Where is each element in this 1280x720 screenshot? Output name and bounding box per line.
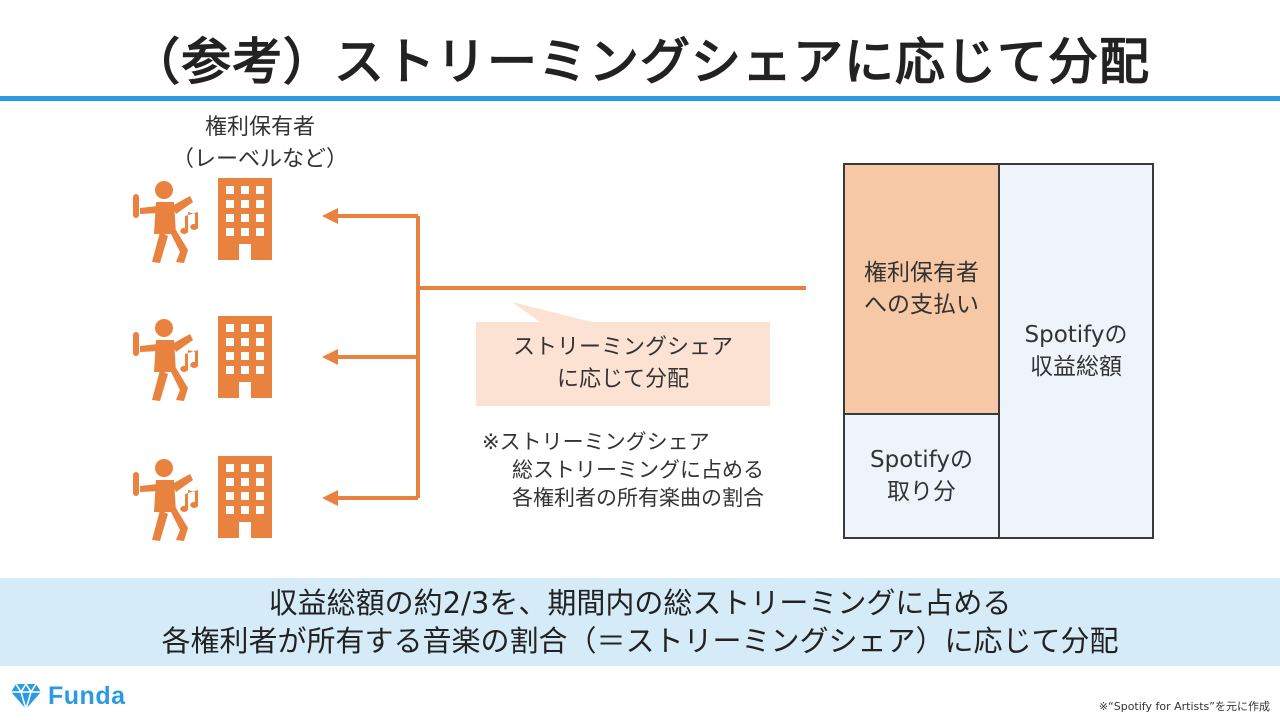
singing-dancer-icon	[133, 456, 272, 541]
arrowhead-1	[322, 208, 338, 224]
payout-box: 権利保有者 への支払い	[843, 163, 1000, 415]
source-note: ※“Spotify for Artists”を元に作成	[1098, 700, 1270, 713]
streaming-share-note: ※ストリーミングシェア 総ストリーミングに占める 各権利者の所有楽曲の割合	[482, 428, 764, 512]
rights-holder-group-1	[130, 178, 280, 268]
note-line3: 各権利者の所有楽曲の割合	[512, 486, 764, 510]
callout-line2: に応じて分配	[556, 367, 689, 392]
spotify-share-line1: Spotifyの	[870, 447, 973, 473]
singing-dancer-icon	[133, 178, 272, 263]
streaming-share-callout: ストリーミングシェア に応じて分配	[476, 322, 770, 406]
spotify-total-line1: Spotifyの	[1024, 322, 1128, 348]
brand-name: Funda	[48, 681, 126, 710]
arrowhead-2	[322, 349, 338, 365]
page-title: （参考）ストリーミングシェアに応じて分配	[130, 33, 1150, 91]
rights-holder-group-3	[130, 456, 280, 546]
payout-box-line1: 権利保有者	[864, 260, 979, 286]
summary-line2: 各権利者が所有する音楽の割合（＝ストリーミングシェア）に応じて分配	[161, 624, 1119, 658]
rights-holder-label-line2: （レーベルなど）	[171, 147, 348, 172]
arrowhead-3	[322, 490, 338, 506]
note-line1: ※ストリーミングシェア	[482, 430, 710, 454]
callout-bubble-shape	[476, 302, 770, 406]
summary-line1: 収益総額の約2/3を、期間内の総ストリーミングに占める	[268, 586, 1012, 620]
rights-holder-label: 権利保有者 （レーベルなど）	[140, 112, 380, 176]
spotify-total-revenue-box: Spotifyの 収益総額	[998, 163, 1154, 539]
singing-dancer-icon	[133, 316, 272, 401]
diamond-logo-icon	[11, 682, 41, 710]
spotify-total-line2: 収益総額	[1030, 354, 1122, 380]
callout-line1: ストリーミングシェア	[512, 335, 733, 360]
rights-holder-group-2	[130, 316, 280, 406]
payout-box-line2: への支払い	[864, 292, 979, 318]
office-building-icon	[218, 178, 272, 260]
note-line2: 総ストリーミングに占める	[512, 458, 764, 482]
office-building-icon	[218, 456, 272, 538]
spotify-share-box: Spotifyの 取り分	[843, 413, 1000, 539]
office-building-icon	[218, 316, 272, 398]
summary-band: 収益総額の約2/3を、期間内の総ストリーミングに占める 各権利者が所有する音楽の…	[0, 578, 1280, 666]
funda-logo: Funda	[10, 680, 126, 712]
spotify-share-line2: 取り分	[887, 479, 956, 505]
title-rule	[0, 96, 1280, 101]
rights-holder-label-line1: 権利保有者	[204, 115, 315, 140]
